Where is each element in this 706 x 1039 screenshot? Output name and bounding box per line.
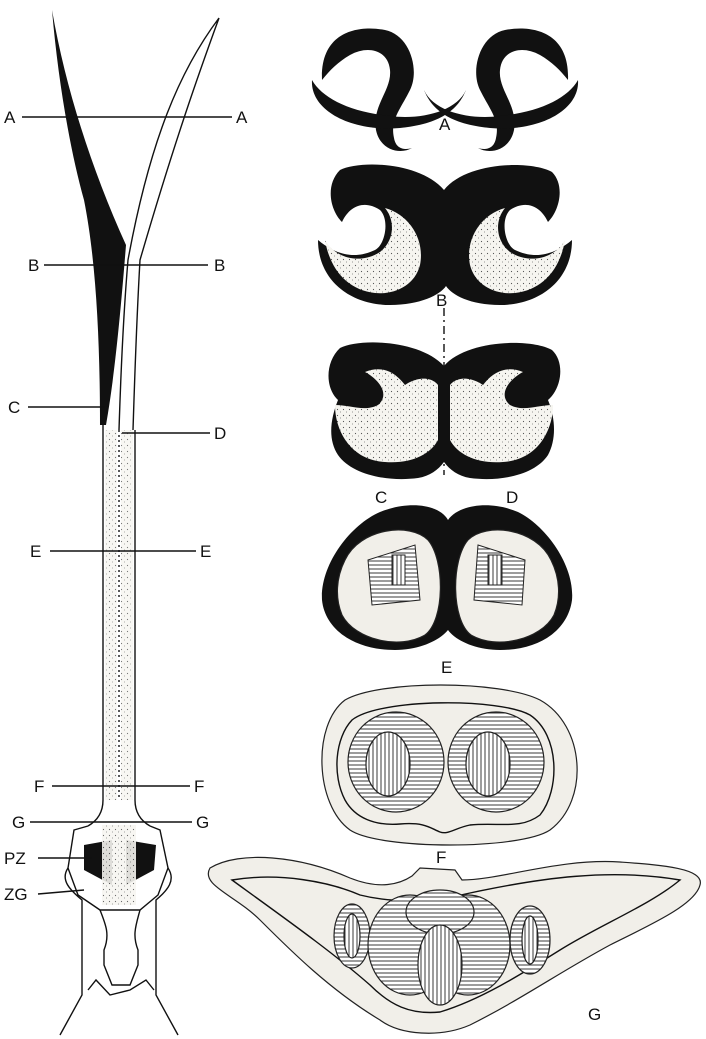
section-label-f: F: [436, 848, 446, 867]
label-a-left: A: [4, 108, 16, 127]
section-label-g: G: [588, 1005, 601, 1024]
label-zg: ZG: [4, 885, 28, 904]
label-a-right: A: [236, 108, 248, 127]
label-e-right: E: [200, 542, 211, 561]
section-label-d: D: [506, 488, 518, 507]
cross-section-cd: C D: [328, 342, 560, 507]
label-f-left: F: [34, 777, 44, 796]
label-e-left: E: [30, 542, 41, 561]
cross-section-g: G: [208, 857, 700, 1033]
stylet-longitudinal-view: [52, 10, 219, 1035]
label-c-left: C: [8, 398, 20, 417]
section-label-b: B: [436, 291, 447, 310]
label-b-right: B: [214, 256, 225, 275]
stylet-blade-dark: [52, 10, 126, 425]
label-f-right: F: [194, 777, 204, 796]
cross-section-e: E: [322, 505, 572, 677]
cross-section-f: F: [322, 685, 577, 867]
label-d-right: D: [214, 424, 226, 443]
label-pz: PZ: [4, 849, 26, 868]
section-label-c: C: [375, 488, 387, 507]
label-b-left: B: [28, 256, 39, 275]
cross-section-b: B: [318, 165, 572, 310]
cross-section-a: A: [312, 28, 578, 151]
label-g-right: G: [196, 813, 209, 832]
section-label-e: E: [441, 658, 452, 677]
section-label-a: A: [439, 115, 451, 134]
label-g-left: G: [12, 813, 25, 832]
stylet-blade-light: [119, 18, 219, 430]
